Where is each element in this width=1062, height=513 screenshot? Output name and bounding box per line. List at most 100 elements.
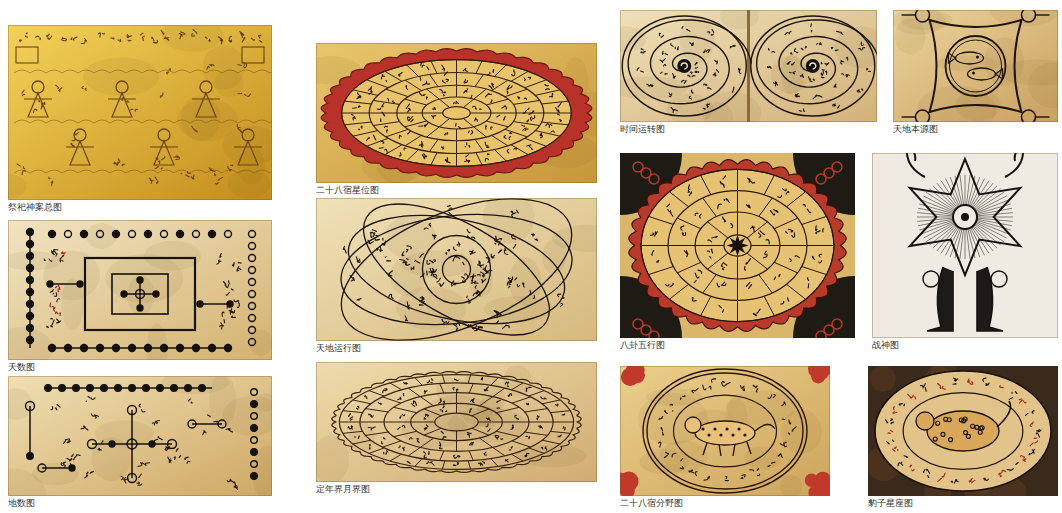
script-glyph [122,97,129,102]
red-cloud [620,475,632,494]
stain [8,174,27,198]
leopard-spot [962,419,966,423]
fish-tail [996,69,1003,79]
script-glyph [530,290,535,298]
script-glyph [400,414,405,418]
spoke [511,383,523,390]
manuscript-picture [620,366,830,496]
number-dot [27,337,34,344]
number-dot [77,281,83,287]
manuscript-picture [8,220,272,360]
script-glyph [834,84,836,87]
script-glyph [758,231,769,244]
number-dot [87,385,94,392]
wave-line [14,70,272,73]
script-glyph [486,424,490,431]
number-circle [249,267,256,274]
script-glyph [732,87,734,92]
script-glyph [816,226,824,234]
spoke [397,113,422,114]
script-glyph [155,177,158,184]
script-glyph [189,399,193,403]
script-glyph [688,72,695,77]
script-glyph [647,84,653,86]
script-glyph [50,303,55,311]
script-glyph [114,162,124,166]
script-glyph [511,425,514,429]
script-glyph [356,257,360,263]
script-glyph [465,143,470,148]
cloud-curl [816,174,826,184]
script-glyph [859,42,865,50]
parchment [316,43,597,183]
number-dot [185,385,192,392]
script-glyph [484,387,488,391]
script-glyph [179,32,185,39]
script-glyph [399,446,405,451]
script-glyph [223,281,229,287]
script-glyph [240,32,245,42]
number-dot [137,305,143,311]
spoke [430,139,439,151]
script-glyph [22,90,25,96]
script-glyph [695,62,698,68]
spoke [408,388,420,396]
number-dot [199,385,206,392]
deity-body [192,93,220,117]
spoke [407,65,419,77]
figure-caption: 天数图 [8,362,272,373]
spoke [463,99,473,107]
script-glyph [1021,455,1026,461]
spoke [420,438,433,447]
script-glyph [541,447,546,450]
script-glyph [470,409,472,413]
script-glyph [98,441,103,450]
script-glyph [368,240,373,244]
spoke [345,122,372,125]
number-circle [251,389,258,396]
knee-curl [923,271,939,287]
spoke [456,431,457,441]
script-glyph [505,382,508,386]
script-glyph [1026,411,1035,416]
spoke [703,198,716,216]
stain [127,276,155,315]
script-glyph [787,61,794,65]
spoke [529,422,553,423]
spoke [737,212,738,235]
spoke [343,431,363,433]
spoke [542,440,560,444]
wave-line [14,170,272,173]
number-circle [128,474,137,483]
scalloped-border [321,49,592,178]
figure-panel: 天数图 [8,220,272,373]
spoke [708,253,728,269]
inner-field [641,169,834,321]
spoke [511,454,523,461]
photo-edge [317,363,597,482]
rule-line [50,283,80,285]
script-glyph [531,234,537,241]
script-glyph [893,447,898,451]
script-glyph [661,427,663,434]
spoke [494,65,506,77]
horn [1005,153,1023,177]
script-glyph [137,474,142,485]
script-glyph [454,242,460,250]
script-glyph [174,156,180,160]
number-dot [171,385,178,392]
spoke [737,300,738,321]
script-glyph [464,89,472,99]
beast-spot [737,427,740,430]
outer-ring [751,16,875,116]
script-glyph [671,107,677,112]
manuscript-picture [620,153,855,338]
spoke [353,400,371,404]
script-glyph [681,80,686,83]
leopard-spot [949,438,953,442]
figure-panel: 八卦五行图 [620,153,855,351]
spoke [463,119,473,127]
number-dot [177,231,184,238]
spoke [492,135,508,145]
stain [620,26,647,52]
